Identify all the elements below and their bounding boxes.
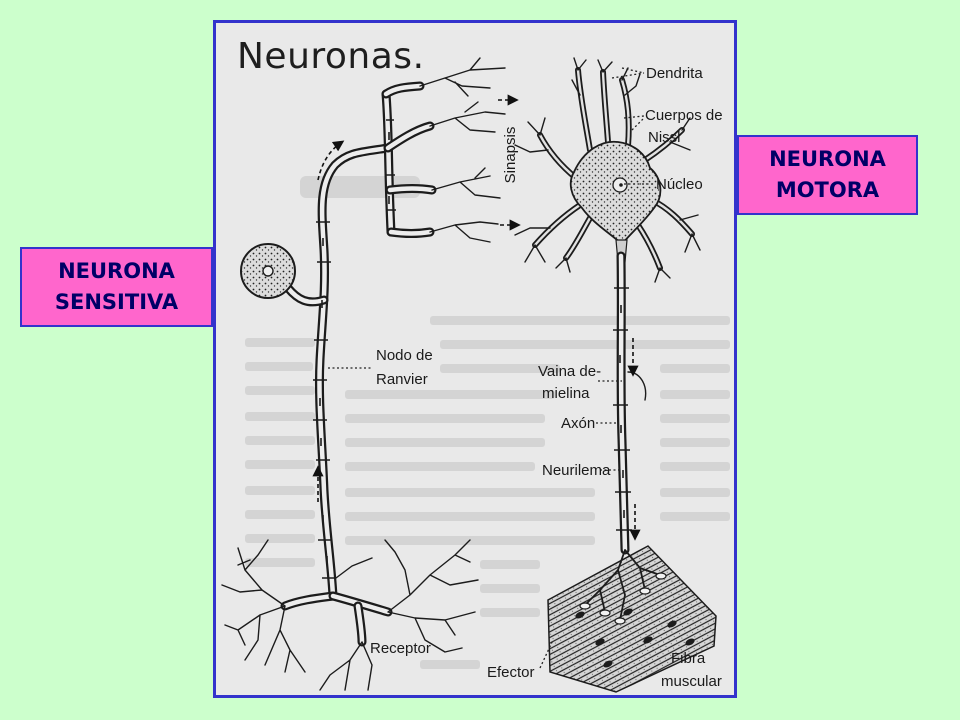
label-sinapsis: Sinapsis	[502, 127, 519, 184]
label-vaina-de: Vaina de-	[538, 363, 601, 380]
efector-leader	[539, 639, 554, 669]
scanned-background-text	[245, 176, 730, 669]
motor-label-line-2: MOTORA	[775, 178, 880, 202]
motor-dendrite-forks	[514, 57, 701, 283]
sensory-schwann-nuclei	[319, 132, 390, 564]
label-neurilema: Neurilema	[542, 462, 611, 479]
sensory-neuron	[221, 57, 506, 691]
motor-label-line-1: NEURONA	[769, 147, 886, 171]
diagram-title: Neuronas.	[237, 36, 425, 77]
label-nissl: Nissl	[648, 129, 681, 146]
motor-neuron-label: NEURONA MOTORA	[737, 135, 918, 215]
label-ranvier: Ranvier	[376, 371, 428, 388]
label-mielina: mielina	[542, 385, 590, 402]
label-dendrita: Dendrita	[646, 65, 703, 82]
label-axon: Axón	[561, 415, 595, 432]
motor-neuron	[514, 57, 717, 693]
synapse-terminal-endings	[419, 57, 506, 243]
neuron-illustration: Neuronas.	[221, 36, 730, 693]
motor-end-plates	[579, 572, 667, 625]
motor-cell-body	[569, 140, 662, 246]
motor-nucleolus	[619, 183, 623, 187]
nissl-leader	[623, 115, 645, 131]
neuron-diagram: Neuronas.	[213, 20, 737, 698]
muscle-nuclei	[575, 608, 695, 668]
label-nucleo: Núcleo	[656, 176, 703, 193]
sensory-neuron-label: NEURONA SENSITIVA	[20, 247, 213, 327]
label-muscular: muscular	[661, 673, 722, 690]
label-receptor: Receptor	[370, 640, 431, 657]
receptor-dendritic-tree	[221, 539, 479, 691]
motor-ranvier-nodes	[613, 287, 632, 531]
terminal-branch-2-inner	[388, 126, 430, 148]
sensory-arrow-curve	[317, 140, 345, 181]
sensory-label-line-2: SENSITIVA	[54, 290, 179, 314]
label-fibra: Fibra	[671, 650, 706, 667]
impulse-arrows	[312, 94, 641, 541]
motor-end-plate-branches	[584, 549, 661, 621]
sensory-nucleus	[262, 265, 274, 277]
muscle-fiber	[547, 545, 717, 693]
terminal-branch-3-inner	[390, 189, 432, 191]
label-efector: Efector	[487, 664, 535, 681]
sensory-ranvier-nodes	[313, 119, 396, 579]
diagram-labels: Dendrita Cuerpos de Nissl Núcleo Sinapsi…	[370, 65, 723, 690]
dendrita-leader	[611, 67, 645, 79]
terminal-branch-4-inner	[391, 232, 430, 234]
label-nodo-de: Nodo de	[376, 347, 433, 364]
sensory-label-line-1: NEURONA	[58, 259, 175, 283]
neurilemma-peel	[627, 371, 647, 401]
motor-schwann-nuclei	[619, 305, 625, 518]
label-leaders	[328, 67, 654, 669]
label-cuerpos-de: Cuerpos de	[645, 107, 723, 124]
